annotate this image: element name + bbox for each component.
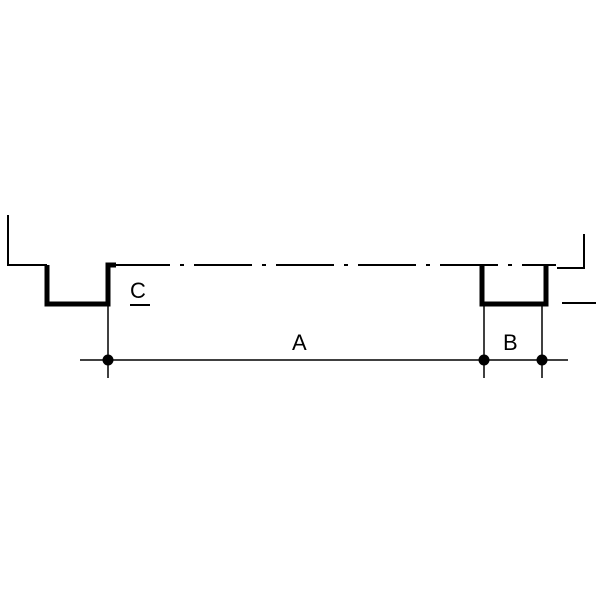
- dimension-dot-mid: [478, 354, 490, 366]
- right-outer-edge: [557, 234, 585, 269]
- label-c: C: [130, 278, 146, 303]
- left-outer-edge: [7, 215, 47, 266]
- label-a: A: [292, 330, 307, 355]
- dimension-dot-right: [536, 354, 548, 366]
- left-channel-profile: [44, 262, 116, 307]
- dimension-dot-left: [102, 354, 114, 366]
- right-channel-profile: [479, 265, 549, 307]
- label-b: B: [503, 330, 518, 355]
